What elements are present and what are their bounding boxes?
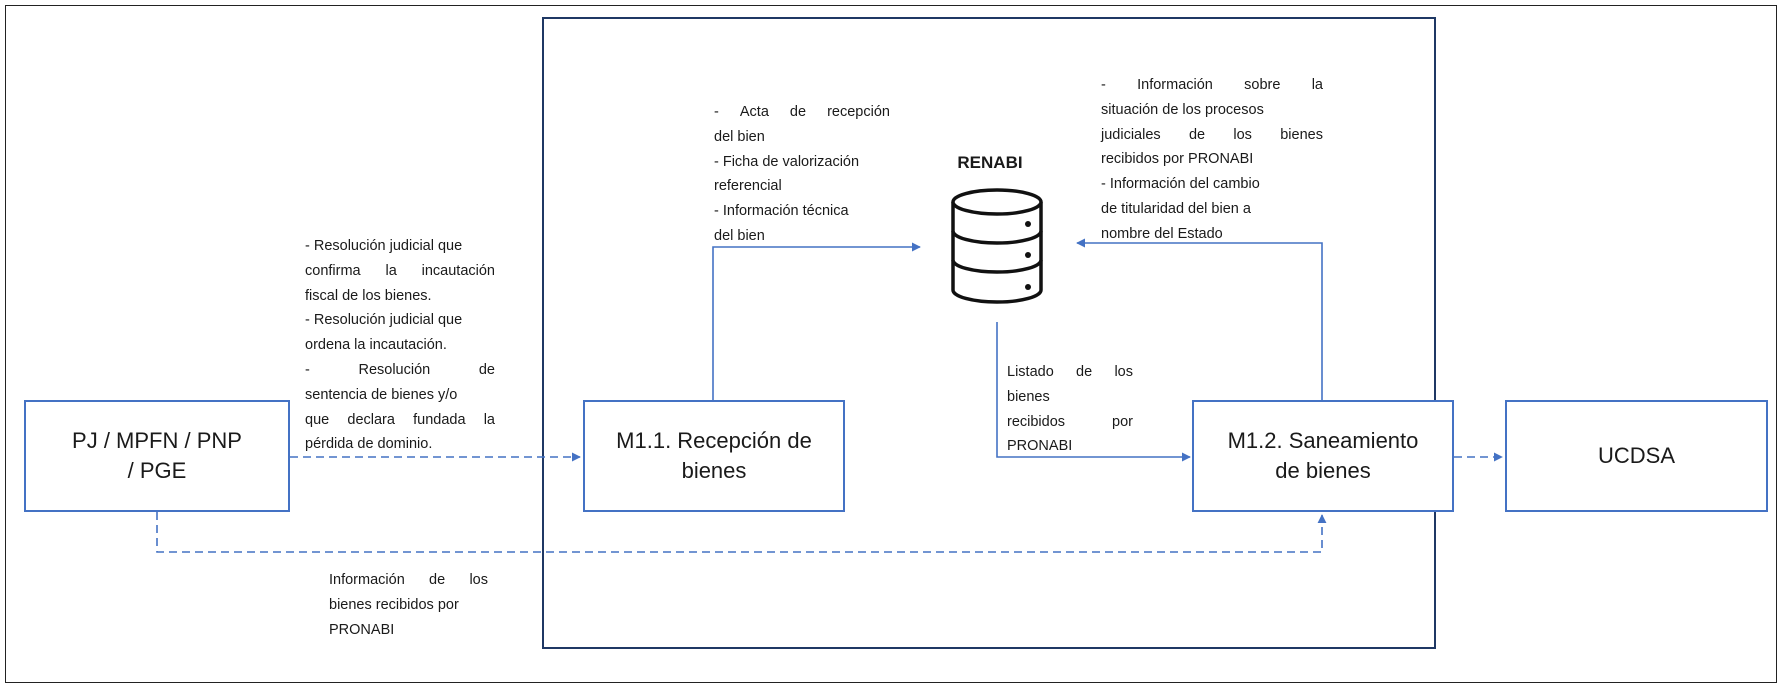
- note-word: -: [714, 104, 719, 120]
- note-word: de: [429, 572, 446, 588]
- database-icon: [951, 188, 1043, 304]
- note-line: fiscal de los bienes.: [305, 287, 432, 304]
- reception-label: M1.1. Recepción de bienes: [616, 428, 812, 483]
- note-line: nombre del Estado: [1101, 225, 1223, 242]
- note-word: la: [1311, 77, 1323, 93]
- note-line: referencial: [714, 178, 782, 195]
- note-resolutions: - Resolución judicial que confirma la incau…: [305, 234, 495, 457]
- note-line: - Información del cambio: [1101, 176, 1260, 193]
- note-word: los: [1233, 126, 1252, 143]
- note-line: PRONABI: [329, 621, 395, 638]
- note-word: fundada: [413, 411, 466, 428]
- note-line: de titularidad del bien a: [1101, 200, 1251, 217]
- note-line: Listado de los: [1007, 360, 1133, 385]
- note-word: recepción: [827, 104, 890, 120]
- sources-node[interactable]: PJ / MPFN / PNP / PGE: [24, 400, 290, 512]
- note-line: - Resolución de: [305, 358, 495, 383]
- note-line: PRONABI: [1007, 438, 1073, 455]
- note-word: de: [1076, 364, 1093, 380]
- note-line: - Acta de recepción: [714, 100, 890, 125]
- note-line: que declara fundada la: [305, 408, 495, 433]
- link-renabi-to-sanitation: [996, 322, 1191, 462]
- note-word: los: [1114, 364, 1133, 380]
- reception-node[interactable]: M1.1. Recepción de bienes: [583, 400, 845, 512]
- link-sanitation-to-renabi: [1076, 238, 1323, 400]
- note-word: de: [1188, 126, 1206, 143]
- note-line: Información de los: [329, 568, 488, 593]
- note-word: -: [1101, 77, 1106, 93]
- note-sanitation-info: - Información sobre la situación de los proc…: [1101, 73, 1323, 247]
- note-line: del bien: [714, 128, 765, 145]
- note-line: ordena la incautación.: [305, 337, 447, 354]
- note-line: pérdida de dominio.: [305, 436, 433, 453]
- note-word: Información: [1137, 77, 1213, 93]
- pronabi-boundary: [542, 17, 1436, 649]
- note-line: recibidos por: [1007, 410, 1133, 435]
- note-line: bienes recibidos por: [329, 596, 459, 613]
- note-word: Listado: [1007, 364, 1054, 380]
- note-line: - Resolución judicial que: [305, 312, 463, 329]
- link-reception-to-renabi: [712, 242, 921, 400]
- ucdsa-node[interactable]: UCDSA: [1505, 400, 1768, 512]
- note-word: la: [385, 262, 397, 279]
- ucdsa-label: UCDSA: [1597, 443, 1675, 468]
- note-line: bienes: [1007, 388, 1050, 405]
- note-line: recibidos por PRONABI: [1101, 151, 1254, 168]
- note-word: de: [478, 361, 495, 378]
- note-line: - Resolución judicial que: [305, 238, 463, 254]
- note-line: sentencia de bienes y/o: [305, 386, 458, 403]
- sanitation-label: M1.2. Saneamiento de bienes: [1227, 428, 1419, 483]
- note-line: - Información sobre la: [1101, 73, 1323, 98]
- note-line: judiciales de los bienes: [1101, 123, 1323, 148]
- sanitation-node[interactable]: M1.2. Saneamiento de bienes: [1192, 400, 1454, 512]
- note-word: los: [469, 572, 488, 588]
- sources-label: PJ / MPFN / PNP / PGE: [72, 428, 242, 483]
- note-word: sobre: [1244, 77, 1281, 93]
- link-sources-to-sanitation: [156, 512, 1327, 553]
- note-line: situación de los procesos: [1101, 101, 1264, 118]
- note-word: Resolución: [358, 361, 431, 378]
- note-word: confirma: [305, 262, 361, 279]
- renabi-title: RENABI: [957, 153, 1023, 172]
- note-word: de: [789, 104, 807, 120]
- note-reception-docs: - Acta de recepción del bien - Ficha de valor…: [714, 100, 890, 249]
- note-line: - Ficha de valorización: [714, 153, 860, 170]
- note-word: bienes: [1280, 126, 1323, 143]
- note-line: confirma la incautación: [305, 259, 495, 284]
- note-word: recibidos: [1007, 413, 1066, 430]
- diagram-frame: [5, 5, 1777, 683]
- note-word: incautación: [421, 262, 495, 279]
- note-word: por: [1112, 413, 1133, 430]
- note-word: Acta: [739, 104, 769, 120]
- note-line: - Información técnica: [714, 203, 849, 220]
- note-line: del bien: [714, 227, 765, 244]
- note-word: -: [305, 361, 310, 378]
- note-word: Información: [329, 572, 405, 588]
- note-word: la: [483, 411, 495, 428]
- note-word: que: [305, 411, 330, 428]
- note-word: declara: [347, 411, 395, 428]
- note-word: judiciales: [1101, 126, 1161, 143]
